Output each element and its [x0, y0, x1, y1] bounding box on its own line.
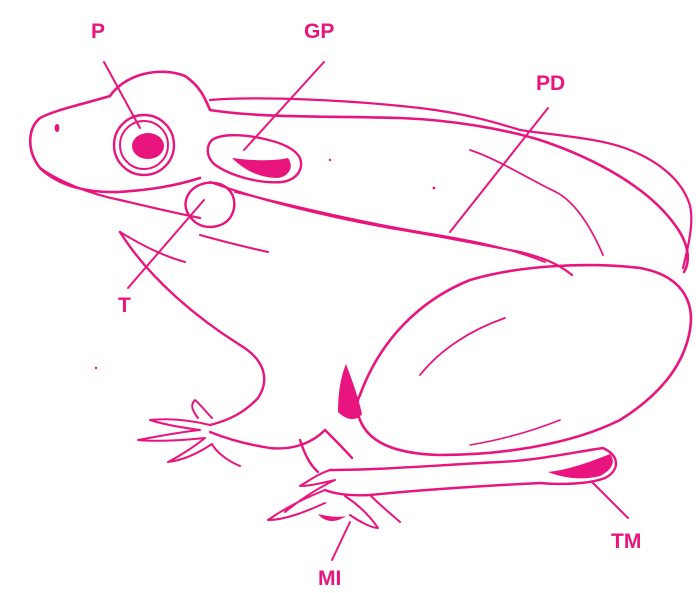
pupil: [132, 133, 164, 159]
label-p: P: [91, 20, 105, 43]
hind-thigh: [357, 265, 691, 455]
label-tm: TM: [611, 530, 641, 553]
back-ridge: [210, 98, 691, 268]
shoulder-line: [200, 235, 268, 252]
leader-line-gp: [244, 62, 324, 150]
belly-line: [300, 430, 352, 472]
label-gp: GP: [304, 20, 334, 43]
metatarsal-tubercle: [318, 514, 346, 521]
thigh-muscle-line: [420, 318, 505, 375]
hip-patch: [338, 364, 362, 419]
dorsolateral-fold-inner: [235, 192, 545, 262]
nostril: [55, 124, 60, 132]
thigh-marking: [548, 454, 613, 478]
speckle-dot: [329, 159, 331, 161]
side-fold: [470, 150, 603, 255]
leader-line-mi: [332, 522, 350, 560]
front-leg: [120, 232, 325, 448]
leader-line-tm: [592, 482, 628, 518]
dorsolateral-fold: [210, 182, 572, 275]
label-pd: PD: [536, 72, 565, 95]
label-t: T: [118, 294, 131, 317]
speckle-dot: [95, 367, 97, 369]
thigh-inner-line: [470, 420, 560, 445]
gland-fill: [232, 158, 291, 178]
label-mi: MI: [318, 567, 341, 590]
front-fingers: [138, 400, 240, 466]
tympanum: [185, 183, 234, 227]
speckle-dot: [433, 187, 436, 190]
leader-line-pd: [450, 108, 548, 232]
